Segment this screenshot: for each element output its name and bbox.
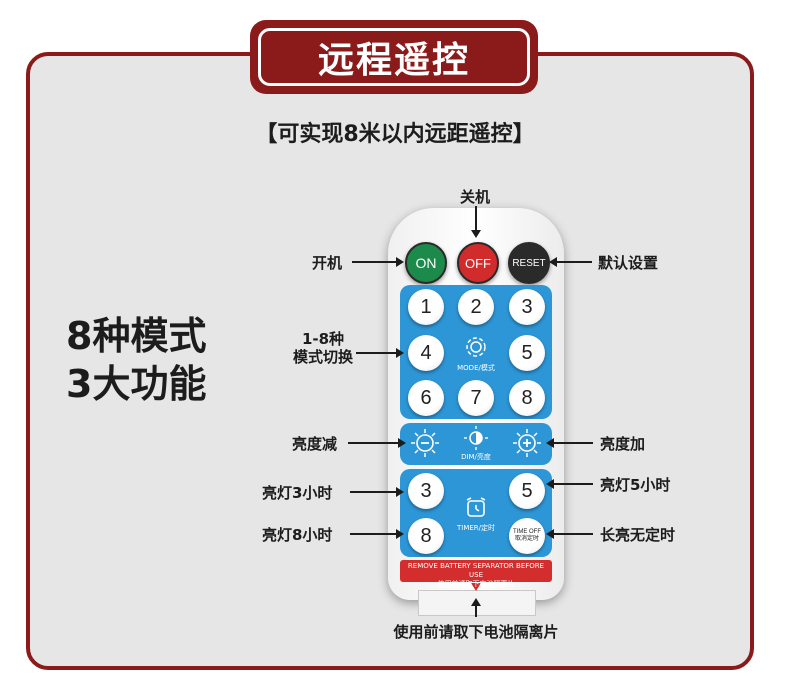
time-off-label-en: TIME OFF [513, 529, 541, 535]
callout-timer-5-arrow [546, 479, 554, 489]
timer-5h-button[interactable]: 5 [509, 473, 545, 509]
mode-8-button[interactable]: 8 [509, 380, 545, 416]
pull-arrow-icon [471, 583, 481, 591]
timer-8h-button[interactable]: 8 [408, 518, 444, 554]
battery-warning-en: REMOVE BATTERY SEPARATOR BEFORE USE [407, 562, 545, 579]
callout-timer-3-line [350, 491, 398, 493]
callout-on-arrow [396, 257, 404, 267]
mode-caption: MODE/模式 [457, 364, 495, 372]
callout-time-off-line [553, 533, 593, 535]
battery-warning-strip: REMOVE BATTERY SEPARATOR BEFORE USE 使用前请… [400, 560, 552, 588]
title-badge: 远程遥控 [250, 20, 538, 94]
subtitle: 【可实现8米以内远距遥控】 [255, 122, 535, 147]
callout-timer-3: 亮灯3小时 [262, 484, 333, 502]
time-off-label-cn: 取消定时 [514, 536, 539, 542]
mode-1-button[interactable]: 1 [408, 289, 444, 325]
headline: 8种模式 3大功能 [66, 312, 246, 408]
sun-minus-icon[interactable] [410, 428, 440, 458]
callout-modes-arrow [396, 348, 404, 358]
callout-reset-arrow [549, 257, 557, 267]
callout-separator-arrow [471, 598, 481, 606]
callout-dim-down: 亮度减 [292, 435, 338, 453]
callout-dim-up-arrow [546, 438, 554, 448]
callout-dim-down-arrow [398, 438, 406, 448]
callout-dim-up-line [553, 442, 593, 444]
callout-off-line [475, 206, 477, 232]
time-off-button[interactable]: TIME OFF 取消定时 [509, 518, 545, 554]
mode-7-button[interactable]: 7 [458, 380, 494, 416]
callout-timer-8-arrow [396, 529, 404, 539]
page-title: 远程遥控 [258, 28, 530, 86]
callout-modes-line-1: 1-8种 [301, 330, 345, 348]
callout-on: 开机 [312, 254, 343, 272]
callout-timer-8-line [350, 533, 398, 535]
callout-timer-8: 亮灯8小时 [262, 526, 333, 544]
callout-reset: 默认设置 [598, 254, 659, 272]
callout-off-arrow [471, 230, 481, 238]
gear-icon [466, 337, 486, 357]
mode-2-button[interactable]: 2 [458, 289, 494, 325]
on-button[interactable]: ON [405, 242, 447, 284]
callout-modes-line [356, 352, 398, 354]
battery-warning-cn: 使用前请取下电池隔离片 [437, 580, 515, 588]
half-sun-icon [464, 426, 488, 450]
callout-modes: 1-8种 模式切换 [292, 330, 354, 366]
headline-line-1: 8种模式 [66, 314, 207, 358]
callout-dim-down-line [348, 442, 400, 444]
callout-off: 关机 [460, 188, 491, 206]
alarm-clock-icon [466, 497, 486, 517]
headline-line-2: 3大功能 [66, 362, 207, 406]
mode-5-button[interactable]: 5 [509, 335, 545, 371]
mode-4-button[interactable]: 4 [408, 335, 444, 371]
callout-on-line [352, 261, 398, 263]
callout-modes-line-2: 模式切换 [292, 348, 353, 366]
reset-button[interactable]: RESET [508, 242, 550, 284]
callout-timer-3-arrow [396, 487, 404, 497]
timer-caption: TIMER/定时 [456, 524, 496, 532]
callout-timer-5-line [553, 483, 593, 485]
timer-3h-button[interactable]: 3 [408, 473, 444, 509]
callout-time-off-arrow [546, 529, 554, 539]
mode-3-button[interactable]: 3 [509, 289, 545, 325]
callout-separator-line [475, 605, 477, 617]
callout-separator: 使用前请取下电池隔离片 [393, 623, 559, 641]
dim-caption: DIM/亮度 [461, 453, 491, 461]
callout-timer-5: 亮灯5小时 [600, 476, 671, 494]
off-button[interactable]: OFF [457, 242, 499, 284]
callout-dim-up: 亮度加 [600, 435, 646, 453]
callout-reset-line [556, 261, 592, 263]
mode-6-button[interactable]: 6 [408, 380, 444, 416]
sun-plus-icon[interactable] [512, 428, 542, 458]
callout-time-off: 长亮无定时 [600, 526, 676, 544]
